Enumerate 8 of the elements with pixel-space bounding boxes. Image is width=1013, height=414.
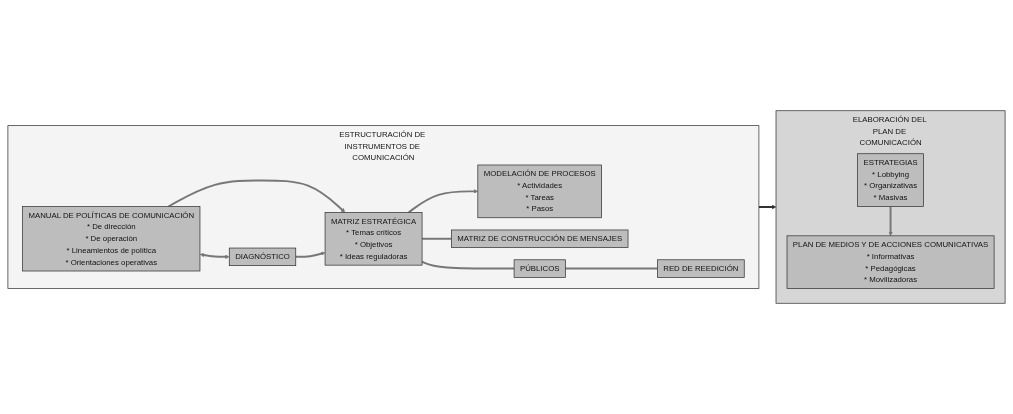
connector <box>421 237 453 240</box>
arrow <box>888 205 893 237</box>
connector <box>564 267 659 270</box>
arrow <box>199 252 230 259</box>
arrow <box>167 179 346 213</box>
connector <box>421 260 516 270</box>
arrow <box>407 189 478 214</box>
arrow <box>294 251 326 258</box>
